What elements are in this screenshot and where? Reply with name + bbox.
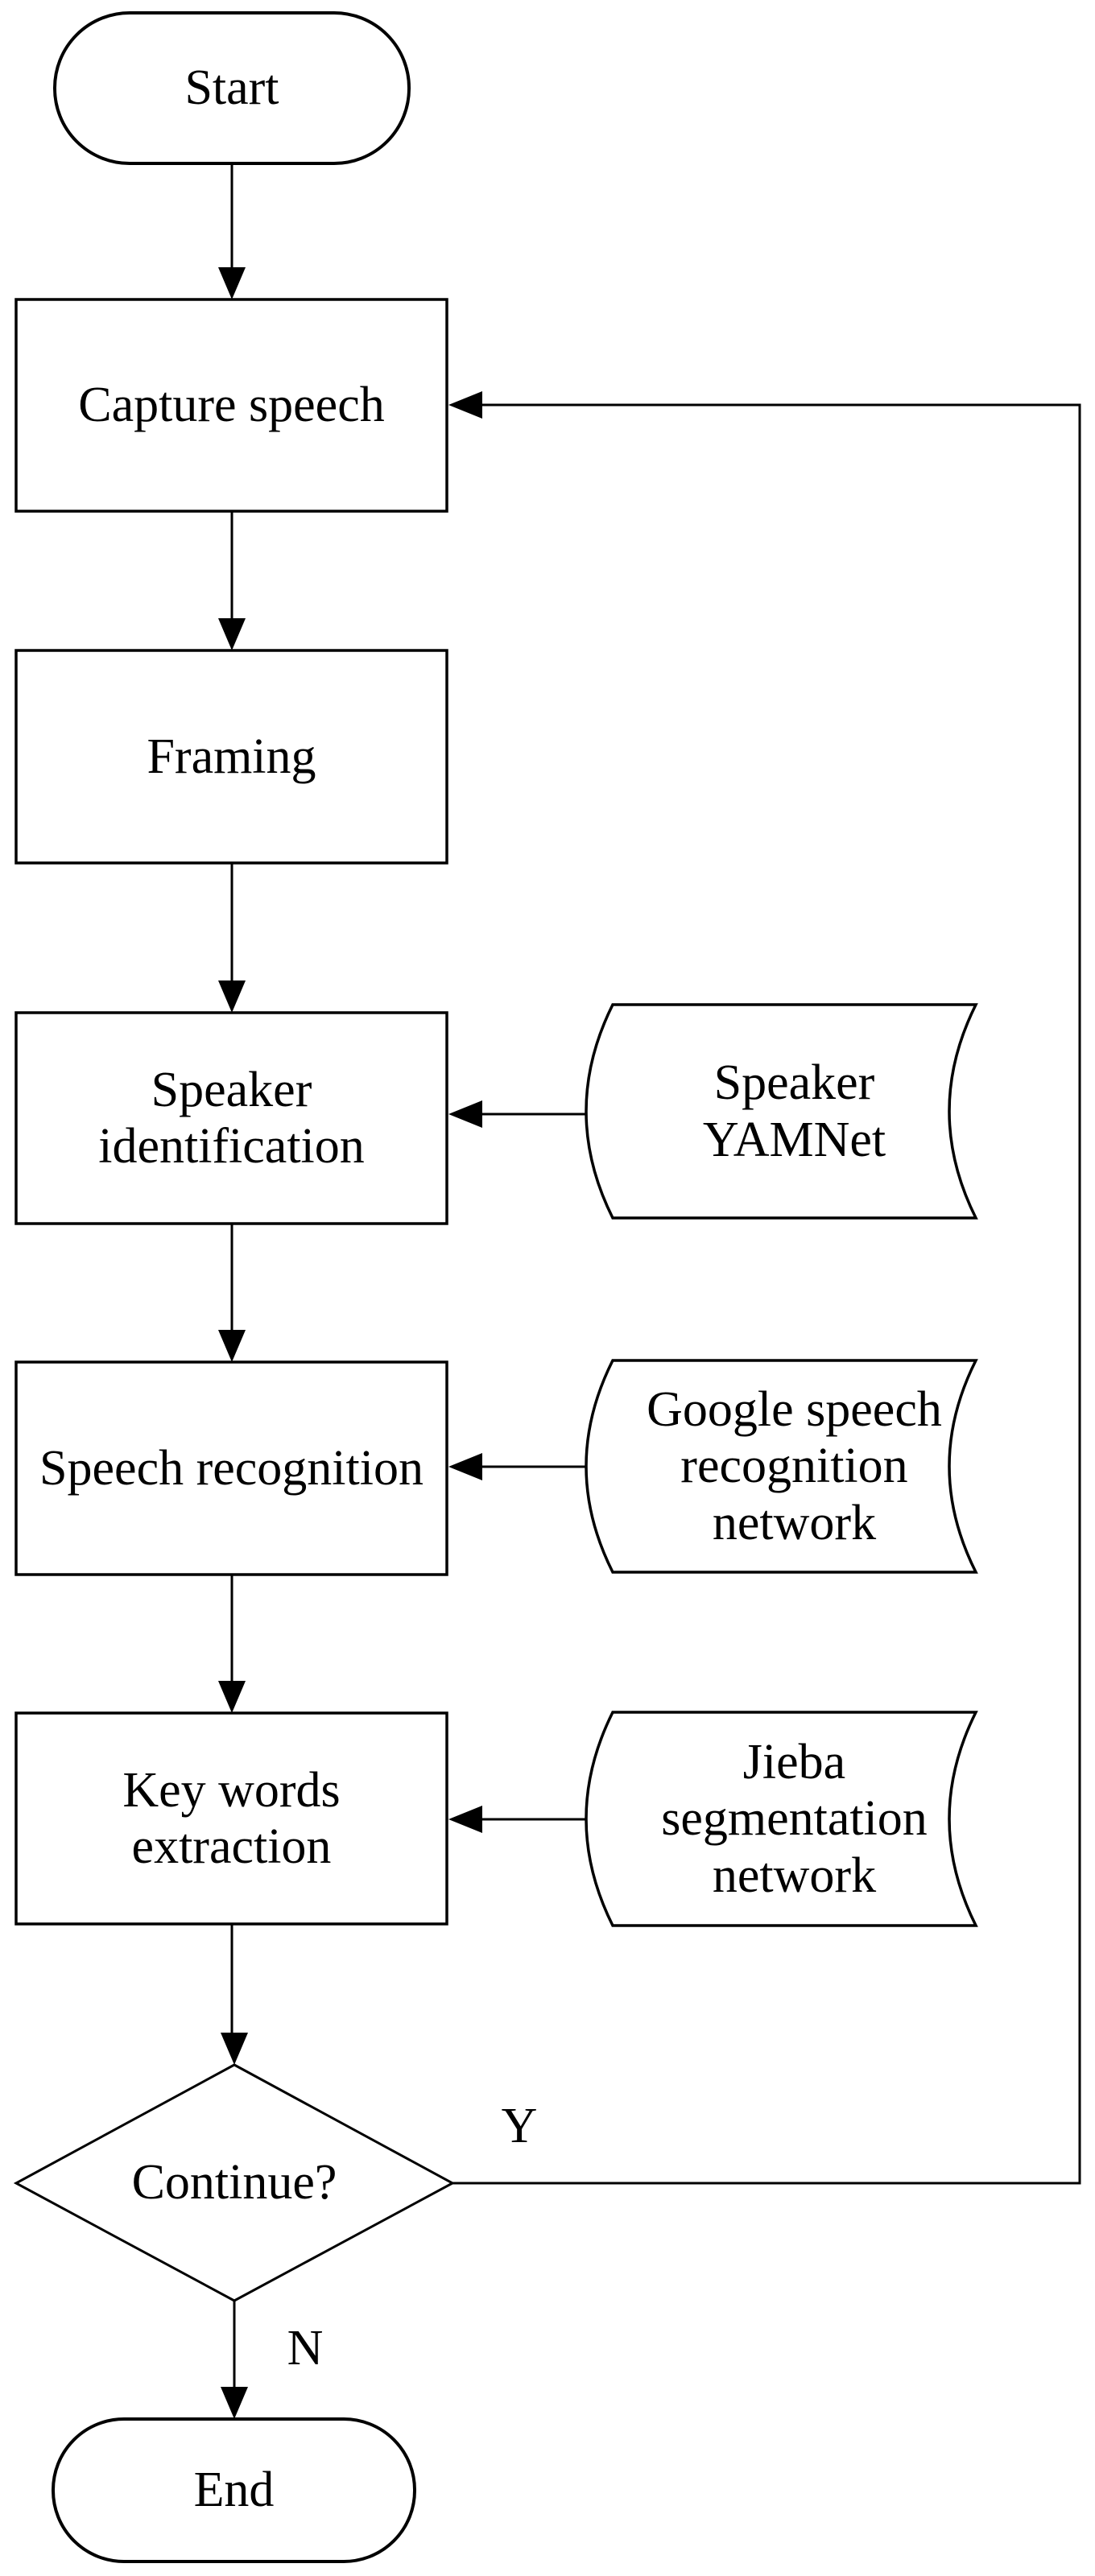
- speaker-identification-label: Speaker identification: [98, 1062, 365, 1174]
- arrowhead-start-to-capture: [218, 267, 246, 299]
- yes-branch-label: Y: [501, 2098, 538, 2153]
- arrowhead-google-to-speechrec: [448, 1453, 482, 1480]
- arrowhead-speakerid-to-speechrec: [218, 1330, 246, 1362]
- key-words-extraction-label: Key words extraction: [122, 1762, 341, 1874]
- continue-decision-label: Continue?: [131, 2155, 337, 2211]
- arrowhead-jieba-to-keywords: [448, 1806, 482, 1833]
- arrowhead-capture-to-framing: [218, 618, 246, 650]
- arrowhead-framing-to-speakerid: [218, 980, 246, 1013]
- speaker-identification-box: [14, 1011, 448, 1225]
- end-terminator-shape: [52, 2417, 416, 2563]
- jieba-network-label: Jieba segmentation network: [661, 1735, 928, 1903]
- google-speech-network-label: Google speech recognition network: [647, 1382, 942, 1550]
- capture-speech-label: Capture speech: [78, 378, 385, 433]
- end-label: End: [193, 2462, 275, 2518]
- google-speech-stored-data-shape: [585, 1359, 978, 1574]
- framing-box: [14, 649, 448, 865]
- feedback-loop-line: [452, 403, 1081, 2185]
- arrowhead-speechrec-to-keywords: [218, 1681, 246, 1713]
- speech-recognition-box: [14, 1360, 448, 1576]
- key-words-extraction-box: [14, 1711, 448, 1926]
- continue-decision-diamond: [13, 2063, 456, 2302]
- speech-recognition-label: Speech recognition: [39, 1440, 424, 1496]
- speaker-yamnet-label: Speaker YAMNet: [702, 1055, 886, 1167]
- arrowhead-feedback-to-capture: [448, 391, 482, 419]
- arrowhead-yamnet-to-speakerid: [448, 1100, 482, 1128]
- speaker-yamnet-stored-data-shape: [585, 1003, 978, 1220]
- jieba-stored-data-shape: [585, 1711, 978, 1927]
- capture-speech-box: [14, 298, 448, 513]
- no-branch-label: N: [287, 2320, 324, 2376]
- framing-label: Framing: [147, 729, 316, 784]
- start-label: Start: [184, 60, 279, 116]
- arrowhead-keywords-to-decision: [221, 2033, 248, 2065]
- start-terminator-shape: [53, 11, 411, 165]
- arrowhead-decision-to-end: [221, 2387, 248, 2419]
